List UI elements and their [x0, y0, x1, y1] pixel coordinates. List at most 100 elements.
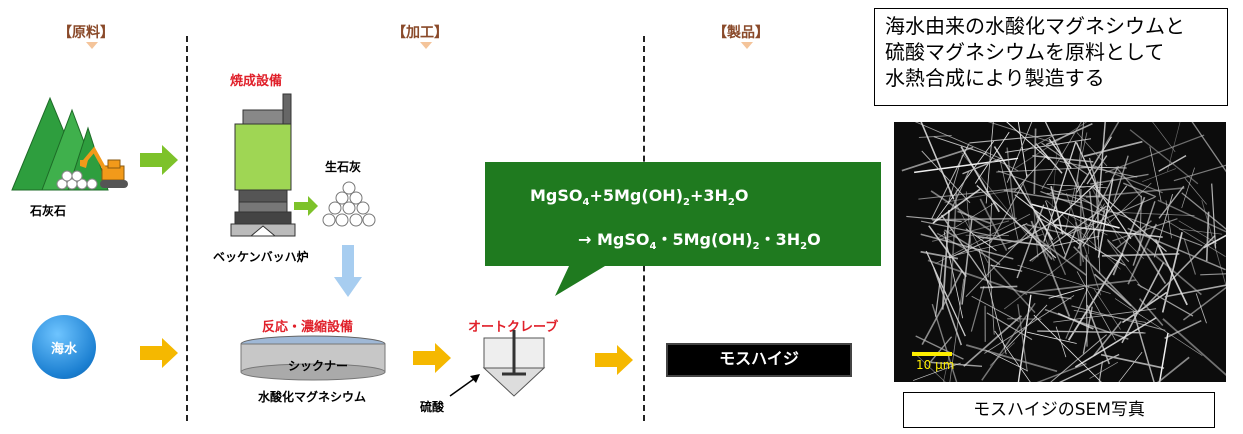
yellow-arrow-icon — [140, 338, 178, 368]
quicklime-pile-icon — [322, 181, 376, 227]
sem-fiber — [1132, 201, 1156, 266]
sem-fiber — [1093, 273, 1132, 307]
sem-photo: 10 μm — [894, 122, 1226, 382]
sem-fiber — [1195, 293, 1207, 324]
sem-fiber — [949, 278, 965, 382]
autoclave-title: オートクレーブ — [468, 320, 559, 335]
sem-fiber — [1026, 331, 1077, 344]
sem-fiber — [1077, 165, 1119, 249]
sem-fiber — [1129, 129, 1199, 185]
yellow-arrow-icon — [595, 345, 633, 375]
sem-fiber — [1127, 223, 1158, 285]
sem-fiber — [1165, 200, 1172, 239]
sem-fiber — [933, 136, 988, 155]
sem-fiber — [981, 302, 1036, 381]
limestone-mountain-icon — [11, 96, 128, 191]
sem-fiber — [1017, 264, 1111, 294]
scale-bar — [912, 352, 952, 356]
sem-fiber — [1003, 251, 1079, 310]
sem-fiber — [1047, 150, 1058, 260]
sem-fiber — [918, 187, 1021, 200]
sem-fiber — [1000, 161, 1019, 242]
sem-fiber — [930, 190, 991, 232]
sem-fiber — [934, 256, 944, 317]
yellow-arrow-icon — [413, 343, 451, 373]
sem-fiber — [1137, 283, 1194, 317]
sem-fiber — [1098, 361, 1104, 382]
sem-fiber — [1058, 353, 1120, 382]
autoclave-icon — [482, 330, 546, 397]
sem-fiber — [987, 203, 993, 278]
sem-fiber — [1182, 286, 1226, 321]
sem-fiber — [1157, 356, 1190, 382]
sem-fiber — [1040, 190, 1106, 217]
sem-fiber — [1045, 200, 1066, 255]
equation-bubble — [485, 162, 881, 296]
sem-fiber — [1074, 122, 1085, 204]
sem-fiber — [932, 217, 1017, 221]
sem-fiber — [1118, 351, 1143, 382]
sem-fiber — [932, 188, 981, 224]
sem-fiber — [1048, 138, 1072, 169]
sem-fiber — [1014, 221, 1087, 276]
scale-bar-label: 10 μm — [916, 358, 955, 372]
sem-fiber — [920, 220, 990, 236]
sem-fiber — [1090, 164, 1163, 194]
sem-fiber — [1184, 177, 1207, 205]
sem-fiber — [965, 344, 1058, 373]
calcination-title: 焼成設備 — [230, 74, 283, 89]
equation-line-2: → MgSO4・5Mg(OH)2・3H2O — [578, 230, 821, 253]
sem-fiber — [1017, 304, 1028, 372]
sem-fiber — [927, 259, 1028, 296]
sem-fiber — [1086, 155, 1108, 185]
sem-fiber — [1085, 221, 1090, 255]
sem-fiber — [1105, 182, 1152, 226]
sem-fiber — [1089, 361, 1119, 379]
sem-fiber — [1006, 147, 1016, 221]
sem-fiber — [1157, 199, 1226, 233]
sem-fiber — [1181, 192, 1226, 230]
sem-fiber — [1065, 193, 1102, 296]
section-marker-process — [420, 42, 432, 49]
sem-fiber — [1005, 138, 1092, 153]
sem-fiber — [1076, 132, 1108, 167]
sem-fiber — [921, 270, 963, 345]
section-label-process: 【加工】 — [392, 25, 448, 41]
green-small-arrow-icon — [294, 196, 318, 216]
sem-fiber — [1033, 314, 1102, 382]
sem-fiber — [1114, 298, 1203, 356]
sulfuric-acid-label: 硫酸 — [420, 400, 445, 414]
sem-fiber — [1078, 195, 1105, 213]
sem-fiber — [970, 285, 985, 332]
sem-fiber — [1045, 122, 1093, 146]
sem-fiber — [1075, 221, 1085, 263]
sem-fiber — [1006, 122, 1033, 183]
sem-fiber — [1019, 290, 1072, 300]
sem-fiber — [958, 234, 1043, 255]
sem-fiber — [1106, 239, 1130, 262]
sem-fiber — [1035, 143, 1063, 174]
thickener-icon — [240, 335, 386, 381]
sem-fiber — [1158, 185, 1185, 219]
sem-fiber — [918, 134, 952, 139]
sem-fiber — [912, 362, 961, 381]
sulfuric-acid-arrow-icon — [449, 374, 480, 397]
section-label-product: 【製品】 — [713, 25, 769, 41]
sem-fiber — [950, 171, 970, 210]
sem-fiber — [1097, 180, 1099, 223]
sem-fiber — [1014, 194, 1082, 246]
sem-fiber — [1063, 227, 1078, 260]
sem-fiber — [1164, 284, 1226, 298]
sem-fiber — [993, 146, 1054, 241]
sem-fiber — [1003, 189, 1082, 204]
limestone-label: 石灰石 — [30, 204, 67, 218]
sem-fiber — [1161, 231, 1183, 313]
sem-fiber — [1075, 142, 1100, 192]
sem-fiber — [928, 225, 967, 278]
sem-fiber — [1104, 134, 1205, 174]
sem-fiber — [1121, 261, 1165, 344]
sem-fiber — [1183, 238, 1196, 275]
sem-fiber — [1065, 285, 1090, 339]
section-label-raw: 【原料】 — [58, 25, 114, 41]
sem-fiber — [1093, 288, 1121, 330]
